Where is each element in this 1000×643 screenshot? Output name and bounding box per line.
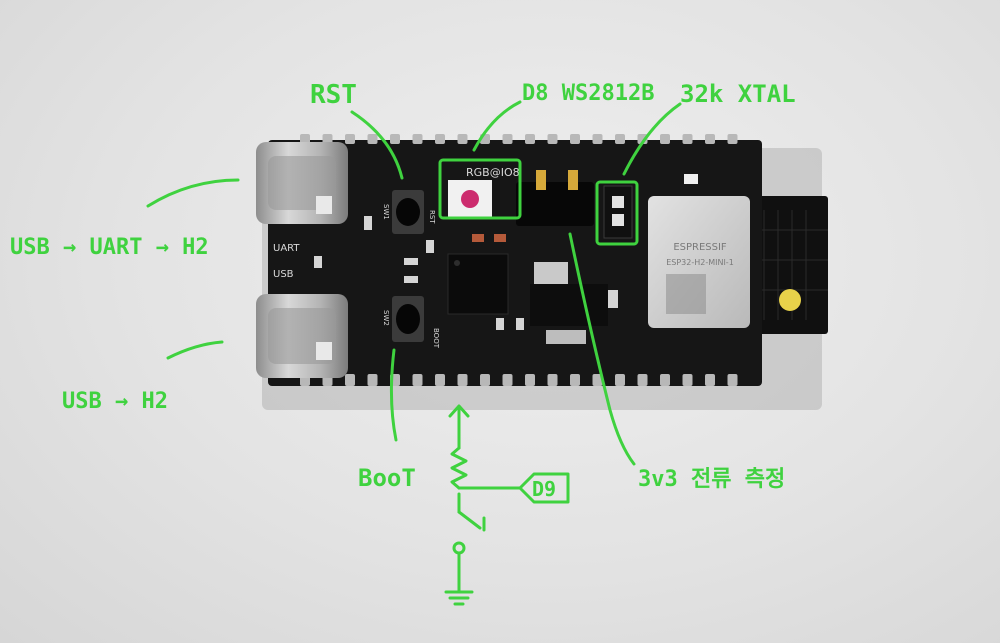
annotation-rgb-led: D8 WS2812B (522, 81, 654, 106)
usb-h2-leader-line (166, 340, 224, 360)
header-pin (300, 134, 310, 144)
header-pin (570, 374, 580, 386)
silk-usb-label: USB (273, 269, 294, 280)
header-pin (367, 134, 378, 144)
header-pin (345, 374, 355, 386)
header-pin (547, 374, 558, 386)
annotation-boot: BooT (358, 464, 416, 492)
voltage-regulator (530, 262, 608, 344)
annotation-xtal: 32k XTAL (680, 80, 796, 108)
header-pin (525, 374, 535, 386)
header-pins-bottom (300, 374, 738, 386)
switch-contact (452, 541, 466, 555)
passive-components (314, 174, 698, 330)
header-pin (727, 134, 738, 144)
header-pin (615, 134, 625, 144)
header-pin (705, 134, 715, 144)
header-pin (435, 374, 445, 386)
annotation-current-measure: 3v3 전류 측정 (638, 467, 785, 492)
d9-net-tag (518, 472, 570, 504)
current-measure-jumper[interactable] (516, 170, 594, 226)
annotation-rst: RST (310, 80, 357, 110)
reset-button[interactable] (392, 190, 424, 234)
rgb-led-highlight-box (438, 158, 522, 220)
usb-c-uart-connector (256, 142, 348, 224)
header-pin (345, 134, 355, 144)
header-pin (525, 134, 535, 144)
header-pin (615, 374, 625, 386)
current-leader-line (568, 232, 636, 466)
annotation-usb-h2: USB → H2 (62, 389, 168, 414)
header-pin (570, 134, 580, 144)
silk-rgb-label: RGB@IO8 (466, 166, 520, 179)
boot-button[interactable] (392, 296, 424, 342)
d9-arrow-head (448, 404, 470, 418)
silk-sw2-label: SW2 (382, 310, 390, 326)
silk-sw1-label: SW1 (382, 204, 390, 220)
antenna-sticker (779, 289, 801, 311)
header-pin (390, 134, 400, 144)
switch-lever (457, 510, 482, 530)
module-qr-code (666, 274, 706, 314)
silk-rst-label: RST (428, 210, 436, 224)
32k-crystal (603, 185, 633, 239)
xtal-leader-line (622, 102, 682, 176)
header-pin (592, 374, 603, 386)
header-pin (457, 134, 468, 144)
usb-uart-leader-line (146, 178, 240, 208)
rst-leader-line (350, 110, 404, 180)
annotation-d9: D9 (532, 477, 556, 501)
header-pin (660, 374, 670, 386)
chip-pin1-dot (454, 260, 460, 266)
silk-boot-label: BOOT (432, 328, 440, 349)
header-pin (705, 374, 715, 386)
header-pins-top (300, 134, 738, 144)
rgb-led (448, 180, 492, 218)
header-pin (322, 134, 333, 144)
header-pin (637, 374, 648, 386)
module-brand: ESPRESSIF (673, 242, 727, 253)
header-pin (457, 374, 468, 386)
header-pin (502, 134, 513, 144)
xtal-highlight-box (595, 180, 639, 246)
header-pin (660, 134, 670, 144)
header-pin (412, 134, 423, 144)
module-model: ESP32-H2-MINI-1 (666, 258, 734, 267)
header-pin (435, 134, 445, 144)
esp32-h2-module: ESPRESSIF ESP32-H2-MINI-1 (648, 196, 750, 328)
annotation-usb-uart: USB → UART → H2 (10, 235, 209, 260)
header-pin (592, 134, 603, 144)
pullup-resistor-symbol (450, 446, 468, 490)
silk-uart-label: UART (273, 243, 300, 254)
header-pin (682, 374, 693, 386)
header-pin (367, 374, 378, 386)
header-pin (682, 134, 693, 144)
header-pin (480, 374, 490, 386)
ground-symbol-icon (444, 590, 474, 606)
antenna-carrier (752, 196, 828, 334)
rgb-leader-line (472, 100, 522, 152)
header-pin (727, 374, 738, 386)
header-pin (502, 374, 513, 386)
boot-leader-line (389, 348, 398, 442)
usb-c-h2-connector (256, 294, 348, 378)
header-pin (547, 134, 558, 144)
header-pin (412, 374, 423, 386)
